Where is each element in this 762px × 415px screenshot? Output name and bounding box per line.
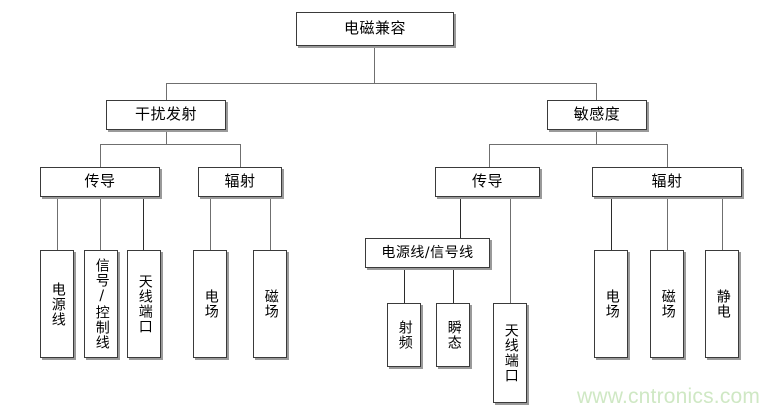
- node-susceptibility-conducted-transient[interactable]: 瞬态: [436, 303, 470, 367]
- node-emission-conducted-antenna-port[interactable]: 天线端口: [127, 250, 161, 358]
- edge-emradiated-drop-magnetic-field: [270, 197, 271, 250]
- node-label: 电磁兼容: [343, 19, 406, 38]
- node-emission-conducted-power-line[interactable]: 电源线: [40, 250, 74, 358]
- node-label: 辐射: [224, 172, 256, 191]
- edge-powersignal-drop-rf: [404, 268, 405, 303]
- node-label: 传导: [471, 172, 503, 191]
- edge-susceptibility-level3-bus: [489, 144, 667, 145]
- edge-emradiated-drop-electric-field: [210, 197, 211, 250]
- edge-susceptibility-drop-conducted: [489, 144, 490, 167]
- edge-sradiated-drop-electric-field: [611, 197, 612, 250]
- node-emission-conducted[interactable]: 传导: [40, 167, 160, 197]
- node-label: 电源线: [49, 281, 66, 327]
- edge-emission-drop-radiated: [240, 144, 241, 167]
- node-susceptibility-radiated-electric-field[interactable]: 电场: [594, 250, 628, 358]
- node-emission-conducted-signal-control-line[interactable]: 信号/控制线: [84, 250, 118, 358]
- edge-emission-stem: [166, 130, 167, 144]
- edge-sconducted-drop-antenna-port: [510, 197, 511, 303]
- edge-emconducted-drop-antenna-port: [143, 197, 144, 250]
- node-susceptibility-conducted-antenna-port[interactable]: 天线端口: [493, 303, 527, 403]
- edge-emconducted-drop-power-line: [57, 197, 58, 250]
- node-label: 射频: [396, 320, 413, 350]
- node-label: 天线端口: [502, 323, 519, 383]
- edge-root-stem: [374, 46, 375, 83]
- node-label: 辐射: [651, 172, 683, 191]
- edge-powersignal-drop-transient: [453, 268, 454, 303]
- edge-susceptibility-stem: [596, 130, 597, 144]
- node-root-emc[interactable]: 电磁兼容: [296, 12, 454, 46]
- node-label: 磁场: [262, 289, 279, 319]
- edge-emconducted-drop-signal-control-line: [100, 197, 101, 250]
- node-emission-radiated-magnetic-field[interactable]: 磁场: [253, 250, 287, 358]
- node-interference-emission[interactable]: 干扰发射: [106, 100, 226, 130]
- node-label: 天线端口: [136, 274, 153, 334]
- node-label: 磁场: [659, 289, 676, 319]
- edge-emission-drop-conducted: [100, 144, 101, 167]
- edge-level2-drop-susceptibility: [596, 83, 597, 100]
- watermark: www.cntronics.com: [577, 385, 761, 408]
- node-label: 信号/控制线: [93, 258, 110, 350]
- node-susceptibility-conducted[interactable]: 传导: [435, 167, 540, 197]
- node-label: 电场: [202, 289, 219, 319]
- node-label: 敏感度: [573, 105, 621, 124]
- edge-emission-level3-bus: [100, 144, 240, 145]
- node-label: 瞬态: [445, 320, 462, 350]
- edge-susceptibility-drop-radiated: [667, 144, 668, 167]
- node-susceptibility-radiated-magnetic-field[interactable]: 磁场: [650, 250, 684, 358]
- node-susceptibility-conducted-rf[interactable]: 射频: [387, 303, 421, 367]
- node-susceptibility-conducted-power-signal-line[interactable]: 电源线/信号线: [365, 238, 490, 268]
- edge-sradiated-drop-electrostatic: [722, 197, 723, 250]
- node-label: 静电: [714, 289, 731, 319]
- edge-sradiated-drop-magnetic-field: [667, 197, 668, 250]
- node-emission-radiated-electric-field[interactable]: 电场: [193, 250, 227, 358]
- node-label: 电源线/信号线: [381, 244, 474, 261]
- node-label: 传导: [84, 172, 116, 191]
- edge-level2-drop-emission: [166, 83, 167, 100]
- edge-level2-bus: [166, 83, 596, 84]
- edge-sconducted-drop-power-signal-line: [460, 197, 461, 238]
- node-susceptibility[interactable]: 敏感度: [547, 100, 647, 130]
- node-susceptibility-radiated[interactable]: 辐射: [592, 167, 742, 197]
- node-label: 干扰发射: [134, 105, 197, 124]
- node-susceptibility-radiated-electrostatic[interactable]: 静电: [705, 250, 739, 358]
- node-label: 电场: [603, 289, 620, 319]
- node-emission-radiated[interactable]: 辐射: [198, 167, 282, 197]
